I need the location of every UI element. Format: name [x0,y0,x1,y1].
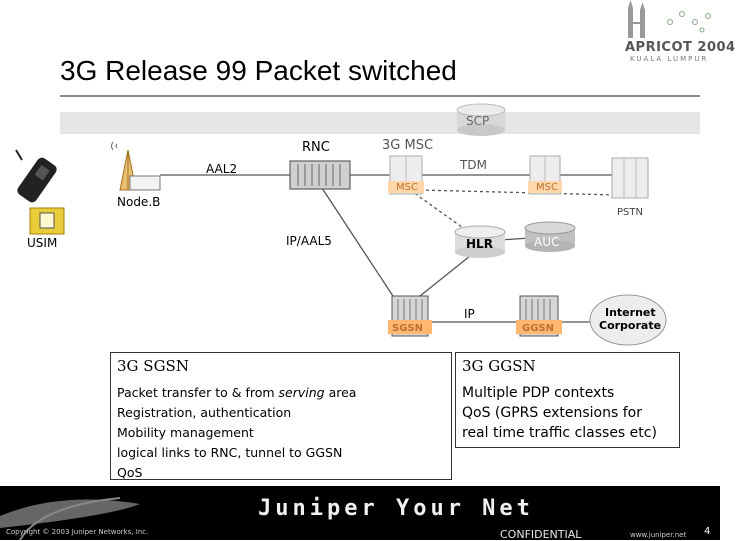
sgsn-box-line-1: Packet transfer to & from serving area [117,385,357,400]
msc-cabinet-icon-1 [388,155,424,195]
msc-label-1: MSC [396,182,418,193]
ip-aal5-label: IP/AAL5 [286,234,332,248]
hlr-label: HLR [466,237,493,251]
ggsn-box-line-1: Multiple PDP contexts [462,385,615,401]
ggsn-box-heading: 3G GGSN [462,357,536,375]
sgsn-label: SGSN [392,323,423,334]
usim-card-icon [29,207,65,235]
nodeb-tower-icon [111,141,161,191]
msc-3g-label: 3G MSC [382,138,434,153]
scp-label: SCP [466,114,490,128]
auc-label: AUC [534,235,560,249]
internet-label: Internet [605,306,656,319]
footer-band [0,486,720,541]
network-diagram [15,103,700,346]
sgsn-box-line-3: Mobility management [117,425,254,440]
msc-label-2: MSC [536,182,558,193]
page-number: 4 [704,526,711,537]
rnc-label: RNC [302,140,330,155]
mobile-phone-icon [15,149,57,203]
footer-brand: Juniper Your Net [258,496,534,521]
title-divider [60,95,700,97]
footer-confidential: CONFIDENTIAL [500,528,582,541]
usim-label: USIM [27,236,58,250]
sgsn-box-line-5: QoS [117,465,143,480]
pstn-label: PSTN [617,207,643,218]
footer-swoosh-icon [0,497,140,541]
tdm-label: TDM [460,158,487,172]
msc-cabinet-icon-2 [528,155,562,195]
aal2-label: AAL2 [206,162,238,176]
corporate-label: Corporate [599,319,662,332]
sgsn-description-box: 3G SGSN Packet transfer to & from servin… [110,352,452,480]
ggsn-label: GGSN [522,323,554,334]
ip-label: IP [464,307,475,321]
ggsn-description-box: 3G GGSN Multiple PDP contexts QoS (GPRS … [455,352,680,448]
pstn-cabinet-icon [611,157,649,199]
sgsn-rack-icon [388,295,432,337]
slide-title: 3G Release 99 Packet switched [60,55,457,86]
footer-copyright: Copyright © 2003 Juniper Networks, Inc. [6,528,149,536]
footer-url: www.juniper.net [630,531,687,539]
sgsn-box-heading: 3G SGSN [117,357,189,375]
ggsn-box-line-2: QoS (GPRS extensions for [462,405,642,421]
scp-cylinder-icon [456,103,506,136]
ggsn-rack-icon [516,295,562,337]
logo-title: APRICOT 2004 [625,40,736,55]
auc-cylinder-icon [524,221,576,252]
sgsn-box-line-2: Registration, authentication [117,405,292,420]
rnc-rack-icon [289,160,351,190]
logo-subtitle: KUALA LUMPUR [630,55,709,63]
internet-cloud-icon [589,294,667,346]
ggsn-box-line-3: real time traffic classes etc) [462,425,657,441]
top-band [60,112,700,134]
apricot-logo-icon [628,0,711,38]
hlr-cylinder-icon [454,225,506,258]
sgsn-box-line-4: logical links to RNC, tunnel to GGSN [117,445,343,460]
nodeb-label: Node.B [117,195,161,209]
